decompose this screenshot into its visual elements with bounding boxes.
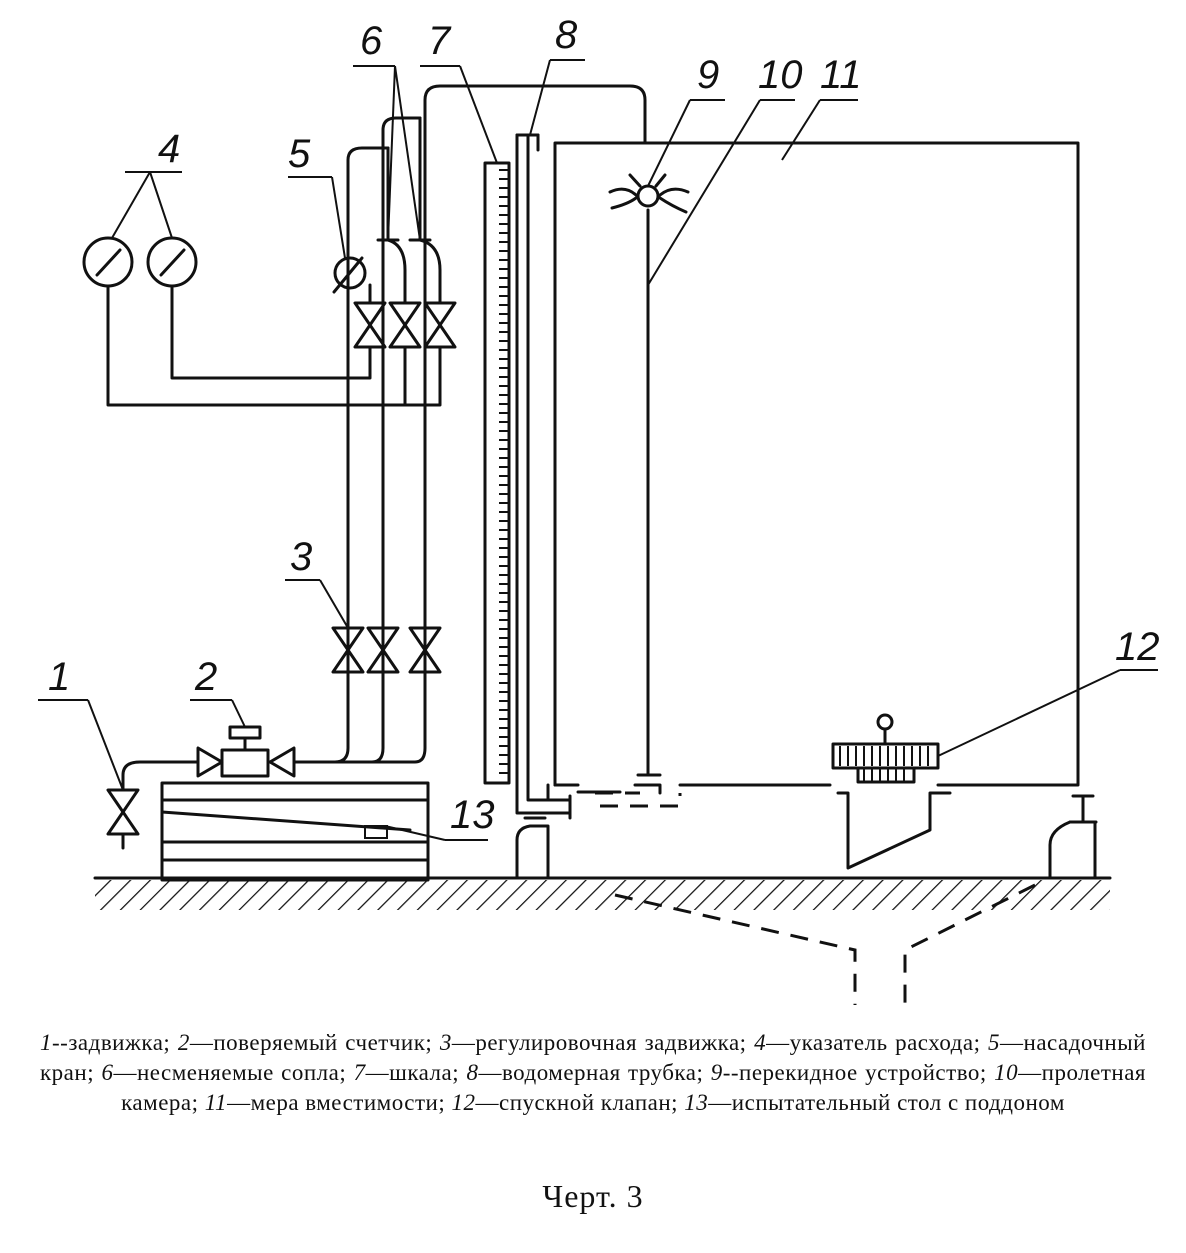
drain-pipe: [614, 883, 1036, 1005]
legend-number: 9: [710, 1060, 723, 1085]
scale: [483, 161, 511, 785]
legend-text: —водомерная трубка;: [478, 1060, 711, 1085]
legend-number: 1: [40, 1030, 52, 1055]
legend-text: —спускной клапан;: [475, 1090, 685, 1115]
legend-number: 2: [177, 1030, 190, 1055]
legend-number: 6: [101, 1060, 114, 1085]
label-9: 9: [697, 53, 719, 97]
label-8: 8: [555, 13, 578, 57]
legend-text: —мера вместимости;: [227, 1090, 452, 1115]
legend-number: 5: [988, 1030, 1001, 1055]
measuring-tank: [546, 141, 1080, 870]
label-5: 5: [288, 132, 311, 176]
leader-lines: [38, 59, 1158, 841]
label-12: 12: [1115, 625, 1160, 669]
legend-caption: 1--задвижка; 2—поверяемый счетчик; 3—рег…: [40, 1028, 1146, 1118]
regulating-valves: [331, 626, 442, 674]
legend-text: —указатель расхода;: [766, 1030, 989, 1055]
label-11: 11: [820, 53, 862, 97]
meter-under-test: [196, 725, 332, 778]
legend-number: 13: [684, 1090, 709, 1115]
test-table: [160, 781, 430, 882]
legend-text: —поверяемый счетчик;: [189, 1030, 440, 1055]
test-rig-diagram: 1 2 3 4 5 6 7 8 9 10 11 12 13: [38, 13, 1160, 1005]
label-4: 4: [158, 127, 180, 171]
sight-tube: [515, 133, 572, 820]
legend-number: 10: [994, 1060, 1019, 1085]
legend-text: —насадочный кран;: [40, 1030, 1146, 1085]
label-13: 13: [450, 793, 495, 837]
nozzle-tap-5: [332, 256, 367, 294]
label-3: 3: [290, 535, 312, 579]
legend-text: —шкала;: [365, 1060, 467, 1085]
ground: [93, 876, 1112, 910]
legend-text: --перекидное устройство;: [722, 1060, 995, 1085]
label-2: 2: [194, 655, 217, 699]
tank-supports: [515, 794, 1098, 880]
legend-text: --задвижка;: [52, 1030, 178, 1055]
legend-text: —несменяемые сопла;: [113, 1060, 354, 1085]
legend-text: —пролетная камера;: [121, 1060, 1146, 1115]
supply-pipes: [298, 84, 647, 764]
gate-valve-1: [106, 760, 200, 850]
legend-number: 4: [754, 1030, 767, 1055]
legend-number: 8: [466, 1060, 479, 1085]
label-1: 1: [48, 655, 70, 699]
drain-valve: [831, 713, 940, 784]
nozzle-valves: [353, 116, 457, 349]
flight-chamber: [595, 208, 682, 808]
number-labels: 1 2 3 4 5 6 7 8 9 10 11 12 13: [48, 13, 1160, 837]
legend-number: 11: [204, 1090, 228, 1115]
legend-number: 7: [353, 1060, 366, 1085]
legend-text: —испытательный стол с поддоном: [708, 1090, 1065, 1115]
label-6: 6: [360, 19, 383, 63]
label-10: 10: [758, 53, 803, 97]
flow-indicators: [82, 236, 442, 407]
label-7: 7: [428, 19, 452, 63]
legend-number: 12: [451, 1090, 476, 1115]
legend-number: 3: [439, 1030, 452, 1055]
figure-label: Черт. 3: [542, 1178, 644, 1214]
legend-text: —регулировочная задвижка;: [451, 1030, 755, 1055]
diverter-device: [608, 173, 690, 214]
